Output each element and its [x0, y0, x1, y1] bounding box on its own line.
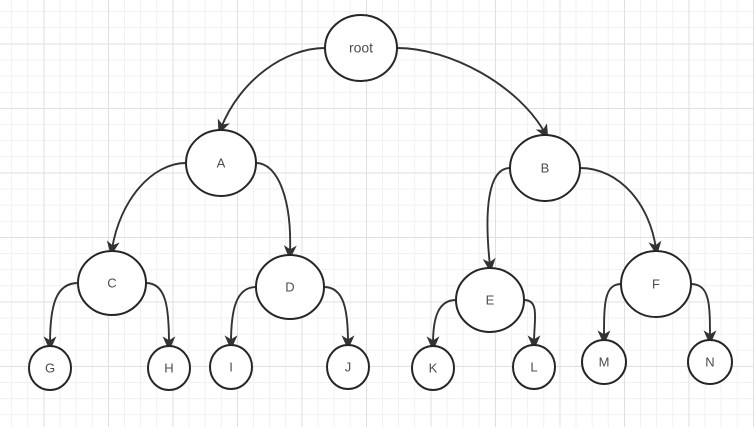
- node-circle[interactable]: [147, 345, 191, 391]
- node-label: F: [652, 276, 660, 291]
- tree-edge: [426, 299, 457, 351]
- edges-layer: [43, 47, 717, 351]
- node-circle[interactable]: [77, 250, 147, 316]
- node-circle[interactable]: [620, 250, 692, 318]
- node-label: M: [599, 354, 610, 369]
- node-label: A: [217, 155, 226, 170]
- node-circle[interactable]: [326, 344, 370, 390]
- tree-node-root[interactable]: root: [324, 14, 398, 82]
- node-circle[interactable]: [255, 254, 325, 320]
- tree-edge: [43, 282, 79, 351]
- tree-node-k[interactable]: K: [411, 345, 455, 391]
- tree-node-n[interactable]: N: [687, 339, 733, 385]
- node-label: D: [285, 279, 294, 294]
- tree-edge: [255, 162, 297, 260]
- tree-node-j[interactable]: J: [326, 344, 370, 390]
- node-circle[interactable]: [509, 134, 581, 202]
- tree-edge: [323, 286, 355, 350]
- node-label: K: [429, 360, 438, 375]
- node-label: E: [486, 292, 495, 307]
- node-circle[interactable]: [209, 344, 253, 390]
- tree-node-c[interactable]: C: [77, 250, 147, 316]
- node-label: H: [164, 360, 173, 375]
- node-circle[interactable]: [324, 14, 398, 82]
- tree-node-m[interactable]: M: [581, 339, 627, 385]
- node-label: N: [705, 354, 714, 369]
- node-label: I: [229, 359, 233, 374]
- tree-node-g[interactable]: G: [28, 345, 72, 391]
- tree-edge: [690, 283, 717, 345]
- node-label: L: [530, 359, 537, 374]
- node-label: G: [45, 360, 55, 375]
- node-circle[interactable]: [28, 345, 72, 391]
- tree-edge: [396, 47, 549, 139]
- tree-node-l[interactable]: L: [512, 344, 556, 390]
- tree-edge: [482, 167, 511, 273]
- node-label: C: [107, 275, 116, 290]
- node-label: root: [349, 40, 373, 56]
- tree-node-h[interactable]: H: [147, 345, 191, 391]
- tree-edge: [579, 167, 662, 256]
- tree-edge: [224, 286, 257, 350]
- tree-node-e[interactable]: E: [455, 267, 525, 333]
- node-label: J: [345, 359, 352, 374]
- tree-edge: [106, 162, 187, 256]
- node-circle[interactable]: [411, 345, 455, 391]
- tree-edge: [523, 299, 541, 350]
- node-circle[interactable]: [185, 129, 257, 197]
- node-label: B: [541, 160, 550, 175]
- node-circle[interactable]: [455, 267, 525, 333]
- tree-node-b[interactable]: B: [509, 134, 581, 202]
- tree-node-d[interactable]: D: [255, 254, 325, 320]
- tree-edge: [217, 47, 326, 135]
- tree-node-f[interactable]: F: [620, 250, 692, 318]
- tree-node-a[interactable]: A: [185, 129, 257, 197]
- node-circle[interactable]: [687, 339, 733, 385]
- node-circle[interactable]: [512, 344, 556, 390]
- tree-node-i[interactable]: I: [209, 344, 253, 390]
- node-circle[interactable]: [581, 339, 627, 385]
- tree-edge: [145, 282, 176, 351]
- tree-edge: [597, 283, 622, 345]
